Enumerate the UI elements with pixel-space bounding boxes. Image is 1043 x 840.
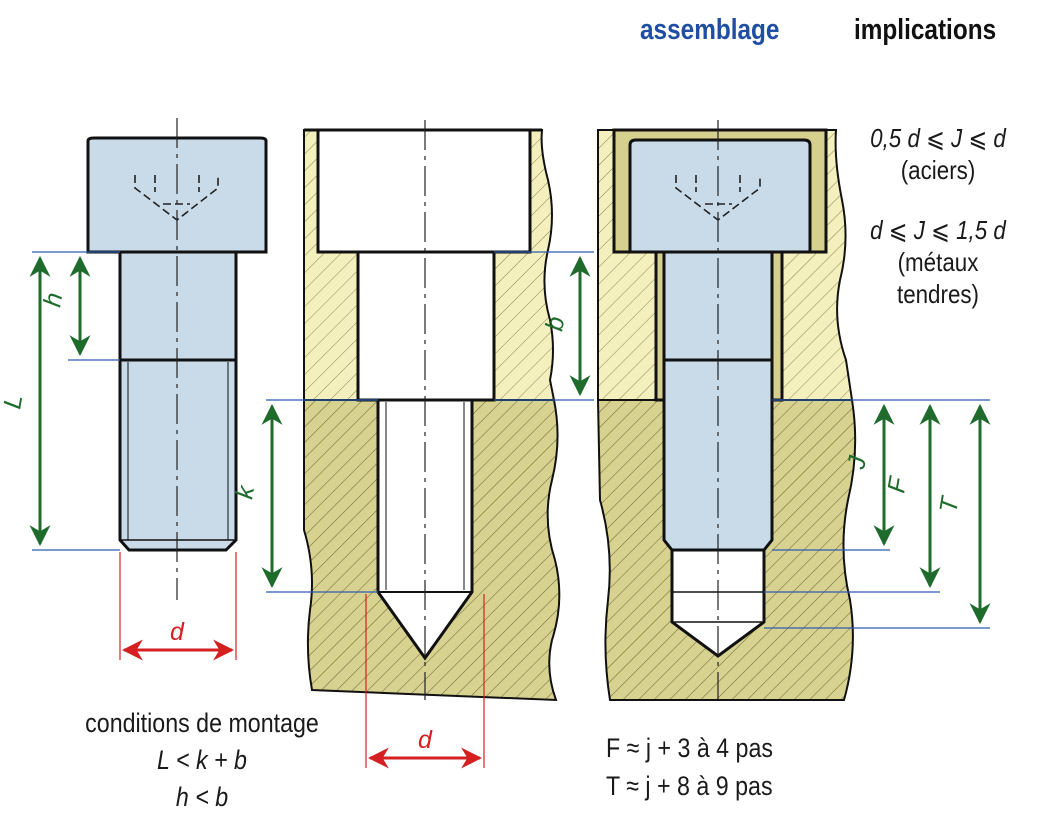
condition-steel: 0,5 d ⩽ J ⩽ d (aciers)	[852, 122, 1024, 186]
implication-rule-1: F ≈ j + 3 à 4 pas	[606, 733, 773, 763]
dim-label-d2: d	[418, 726, 433, 754]
condition-steel-formula: 0,5 d ⩽ J ⩽ d	[870, 123, 1006, 153]
housing-alone	[303, 120, 561, 702]
mounting-conditions-title: conditions de montage	[85, 708, 319, 738]
dims-figure-3	[764, 399, 991, 629]
dim-label-J: J	[842, 453, 872, 472]
mounting-rule-2: h < b	[175, 782, 229, 812]
dim-label-h: h	[38, 290, 68, 309]
condition-soft-formula: d ⩽ J ⩽ 1,5 d	[870, 215, 1006, 245]
screw-alone	[86, 118, 268, 600]
screw-head	[86, 136, 268, 254]
dims-figure-2	[261, 251, 594, 769]
condition-soft-label-2: tendres)	[896, 279, 980, 309]
dim-label-T: T	[934, 493, 965, 515]
section-title-assemblage: assemblage	[640, 14, 780, 46]
screw-shank	[118, 250, 238, 362]
implication-rules: F ≈ j + 3 à 4 pas T ≈ j + 8 à 9 pas	[606, 730, 773, 806]
dim-label-d1: d	[170, 618, 185, 646]
mounting-conditions: conditions de montage L < k + b h < b	[47, 705, 357, 816]
dim-label-F: F	[882, 473, 913, 495]
screw-thread	[118, 358, 238, 552]
condition-soft: d ⩽ J ⩽ 1,5 d (métaux tendres)	[852, 214, 1024, 310]
mounting-rule-1: L < k + b	[157, 745, 247, 775]
clearance-hole	[356, 250, 496, 402]
condition-steel-label: (aciers)	[900, 155, 976, 185]
condition-soft-label-1: (métaux	[897, 247, 979, 277]
section-title-implications: implications	[854, 14, 997, 46]
assembly-screw-head	[628, 138, 812, 254]
tapped-hole	[376, 398, 474, 661]
implication-rule-2: T ≈ j + 8 à 9 pas	[606, 771, 773, 801]
dim-label-L: L	[0, 392, 28, 411]
counterbore	[316, 128, 532, 254]
dim-label-b: b	[540, 314, 570, 333]
dims-figure-1	[29, 251, 237, 661]
assembly	[596, 120, 857, 701]
